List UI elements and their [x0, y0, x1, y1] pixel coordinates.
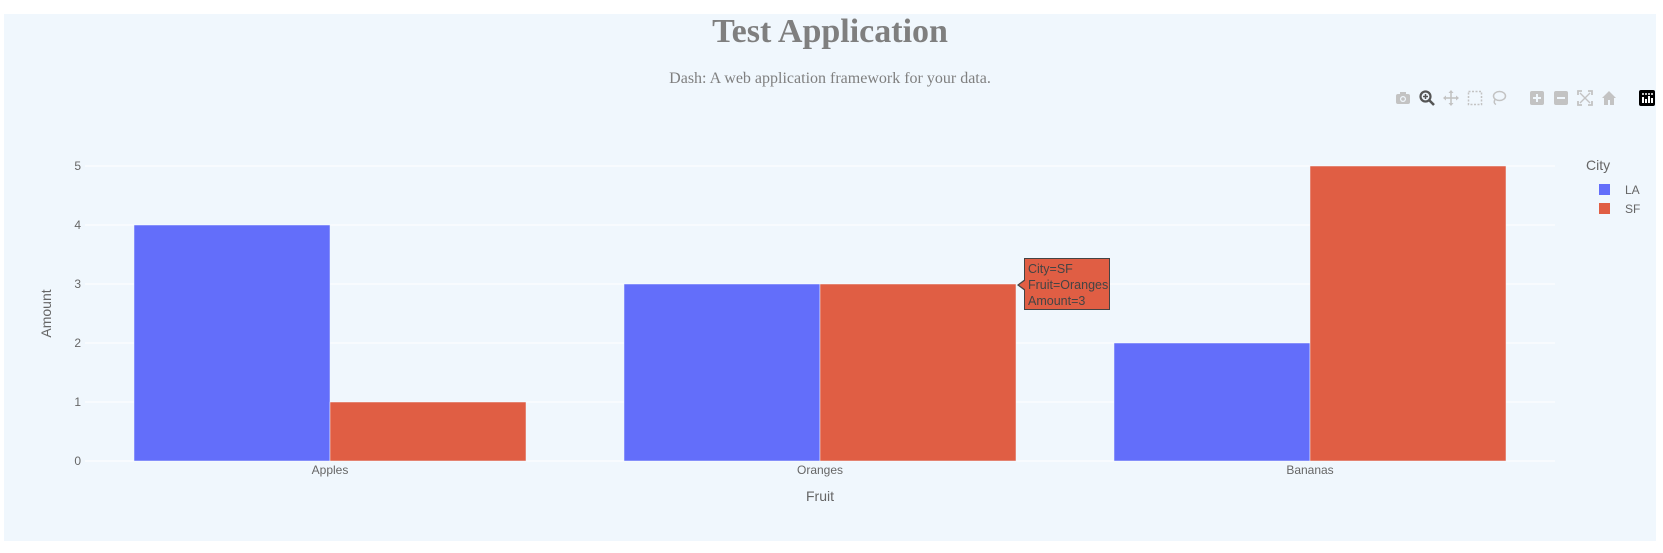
tooltip-line-city: City=SF — [1028, 262, 1073, 276]
bar-sf-apples[interactable] — [329, 401, 527, 462]
bar-la-apples[interactable] — [133, 224, 331, 462]
y-tick-label: 1 — [74, 395, 81, 409]
legend-title: City — [1586, 157, 1610, 173]
tooltip-arrow-fill — [1019, 280, 1026, 290]
bar-sf-bananas[interactable] — [1309, 165, 1507, 462]
tooltip-line-amount: Amount=3 — [1028, 294, 1086, 308]
legend-item-la[interactable]: LA — [1625, 183, 1640, 197]
autoscale-icon[interactable] — [1575, 88, 1595, 108]
pan-icon[interactable] — [1441, 88, 1461, 108]
camera-icon[interactable] — [1393, 88, 1413, 108]
page-title: Test Application — [712, 13, 948, 50]
modebar-group-tools — [1389, 88, 1509, 108]
x-tick-label: Oranges — [797, 463, 843, 477]
zoom-in-icon[interactable] — [1527, 88, 1547, 108]
modebar — [1375, 88, 1657, 108]
legend-swatch-sf[interactable] — [1599, 203, 1610, 214]
zoom-icon[interactable] — [1417, 88, 1437, 108]
lasso-select-icon[interactable] — [1489, 88, 1509, 108]
y-tick-label: 4 — [74, 218, 81, 232]
modebar-group-zoom — [1523, 88, 1619, 108]
bar-sf-oranges[interactable] — [819, 283, 1017, 462]
zoom-out-icon[interactable] — [1551, 88, 1571, 108]
legend-item-sf[interactable]: SF — [1625, 202, 1640, 216]
tooltip-line-fruit: Fruit=Oranges — [1028, 278, 1109, 292]
reset-axes-icon[interactable] — [1599, 88, 1619, 108]
y-tick-label: 3 — [74, 277, 81, 291]
x-tick-label: Bananas — [1286, 463, 1333, 477]
bar-la-oranges[interactable] — [623, 283, 821, 462]
hover-tooltip: City=SF Fruit=Oranges Amount=3 — [1017, 258, 1110, 310]
y-tick-label: 0 — [74, 454, 81, 468]
legend-swatch-la[interactable] — [1599, 184, 1610, 195]
x-axis-title: Fruit — [806, 488, 834, 504]
plotly-logo-icon[interactable] — [1637, 88, 1657, 108]
y-tick-label: 5 — [74, 159, 81, 173]
x-tick-label: Apples — [312, 463, 349, 477]
box-select-icon[interactable] — [1465, 88, 1485, 108]
bar-la-bananas[interactable] — [1113, 342, 1311, 462]
modebar-group-logo — [1633, 88, 1657, 108]
y-tick-label: 2 — [74, 336, 81, 350]
page-subtitle: Dash: A web application framework for yo… — [669, 70, 991, 87]
y-axis-title: Amount — [38, 289, 54, 337]
